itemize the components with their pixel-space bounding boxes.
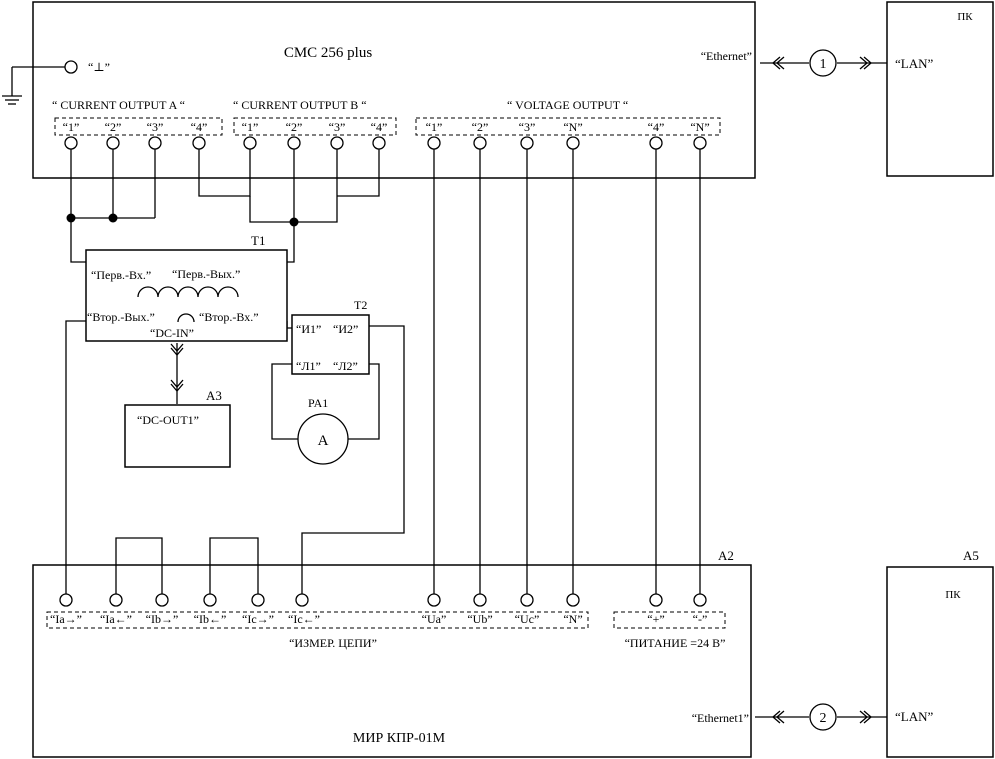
terminal-v3-label: “3” — [519, 120, 536, 134]
t2-ref: T2 — [354, 298, 367, 312]
wiring — [65, 143, 701, 598]
terminal-vn2-label: “N” — [690, 120, 709, 134]
cmc-title: CMC 256 plus — [284, 45, 373, 61]
link-2-number: 2 — [820, 711, 827, 726]
current-output-a-label: “ CURRENT OUTPUT A “ — [52, 98, 185, 112]
pc-bottom-box — [886, 566, 994, 758]
t1-prim-out: “Перв.-Вых.” — [172, 267, 240, 281]
group-b-box — [233, 117, 397, 136]
t1-primary-coil — [137, 286, 239, 298]
junction-dot — [289, 217, 299, 227]
pc-top-title: ПК — [957, 11, 973, 23]
mir-box — [32, 564, 752, 758]
link-1-number: 1 — [820, 57, 827, 72]
pc-bottom-title: ПК — [945, 589, 961, 601]
mir-term-ub: “Ub” — [467, 612, 492, 626]
meas-group-label: “ИЗМЕР. ЦЕПИ” — [289, 636, 377, 650]
pc-top-lan: “LAN” — [895, 56, 933, 71]
power-group-box — [613, 611, 726, 629]
terminal-v4-label: “4” — [648, 120, 665, 134]
terminal-v1-label: “1” — [426, 120, 443, 134]
mir-term-minus: “-” — [693, 612, 708, 626]
mir-term-ic-out: “Ic←” — [288, 612, 320, 626]
terminal-a2-label: “2” — [105, 120, 122, 134]
a3-ref: A3 — [206, 388, 222, 403]
mir-term-uc: “Uc” — [515, 612, 540, 626]
ground-label: “⊥” — [88, 60, 110, 74]
cmc-terminals — [64, 136, 707, 150]
voltage-output-label: “ VOLTAGE OUTPUT “ — [507, 98, 628, 112]
mir-term-ia-out: “Ia←” — [100, 612, 132, 626]
t1-ref: T1 — [251, 233, 265, 248]
meas-group-box — [46, 611, 589, 629]
mir-ethernet-label: “Ethernet1” — [692, 711, 749, 725]
t2-i1: “И1” — [296, 322, 321, 336]
pc-bottom-lan: “LAN” — [895, 709, 933, 724]
terminal-a3-label: “3” — [147, 120, 164, 134]
mir-term-ib-out: “Ib←” — [194, 612, 227, 626]
mir-term-n: “N” — [563, 612, 582, 626]
t1-prim-in: “Перв.-Вх.” — [91, 268, 151, 282]
ground-symbol — [2, 60, 78, 105]
a3-box — [124, 404, 231, 468]
terminal-b3-label: “3” — [329, 120, 346, 134]
t2-box — [291, 314, 370, 375]
t1-sec-out: “Втор.-Вых.” — [87, 310, 155, 324]
mir-title: МИР КПР-01М — [353, 731, 446, 746]
terminal-a1-label: “1” — [63, 120, 80, 134]
junction-dot — [108, 213, 118, 223]
pc-top-box — [886, 1, 994, 177]
t1-sec-in: “Втор.-Вх.” — [199, 310, 259, 324]
mir-term-plus: “+” — [647, 612, 664, 626]
group-v-box — [415, 117, 721, 136]
pc-bottom-ref: A5 — [963, 548, 979, 563]
t2-i2: “И2” — [333, 322, 358, 336]
a3-label: “DC-OUT1” — [137, 413, 199, 427]
cmc-ethernet-label: “Ethernet” — [701, 49, 752, 63]
terminal-vn-label: “N” — [563, 120, 582, 134]
junction-dot — [66, 213, 76, 223]
t2-l1: “Л1” — [296, 359, 321, 373]
mir-term-ia-in: “Ia→” — [50, 612, 82, 626]
mir-terminals — [59, 593, 707, 607]
mir-term-ib-in: “Ib→” — [146, 612, 179, 626]
t1-secondary-coil — [177, 313, 195, 323]
t1-dc-in: “DC-IN” — [150, 326, 194, 340]
t1-box — [85, 249, 288, 342]
ethernet-link-1 — [760, 49, 887, 77]
ammeter-symbol: A — [318, 433, 329, 449]
mir-ref: A2 — [718, 548, 734, 563]
terminal-b1-label: “1” — [242, 120, 259, 134]
t2-l2: “Л2” — [333, 359, 358, 373]
terminal-b4-label: “4” — [371, 120, 388, 134]
mir-term-ua: “Ua” — [422, 612, 447, 626]
power-group-label: “ПИТАНИЕ =24 В” — [625, 636, 726, 650]
group-a-box — [54, 117, 223, 136]
ammeter — [297, 413, 349, 465]
mir-term-ic-in: “Ic→” — [242, 612, 274, 626]
terminal-a4-label: “4” — [191, 120, 208, 134]
terminal-v2-label: “2” — [472, 120, 489, 134]
terminal-b2-label: “2” — [286, 120, 303, 134]
current-output-b-label: “ CURRENT OUTPUT B “ — [233, 98, 367, 112]
pa1-ref: PA1 — [308, 396, 328, 410]
ethernet-link-2 — [755, 703, 887, 731]
cmc-box — [32, 1, 756, 179]
